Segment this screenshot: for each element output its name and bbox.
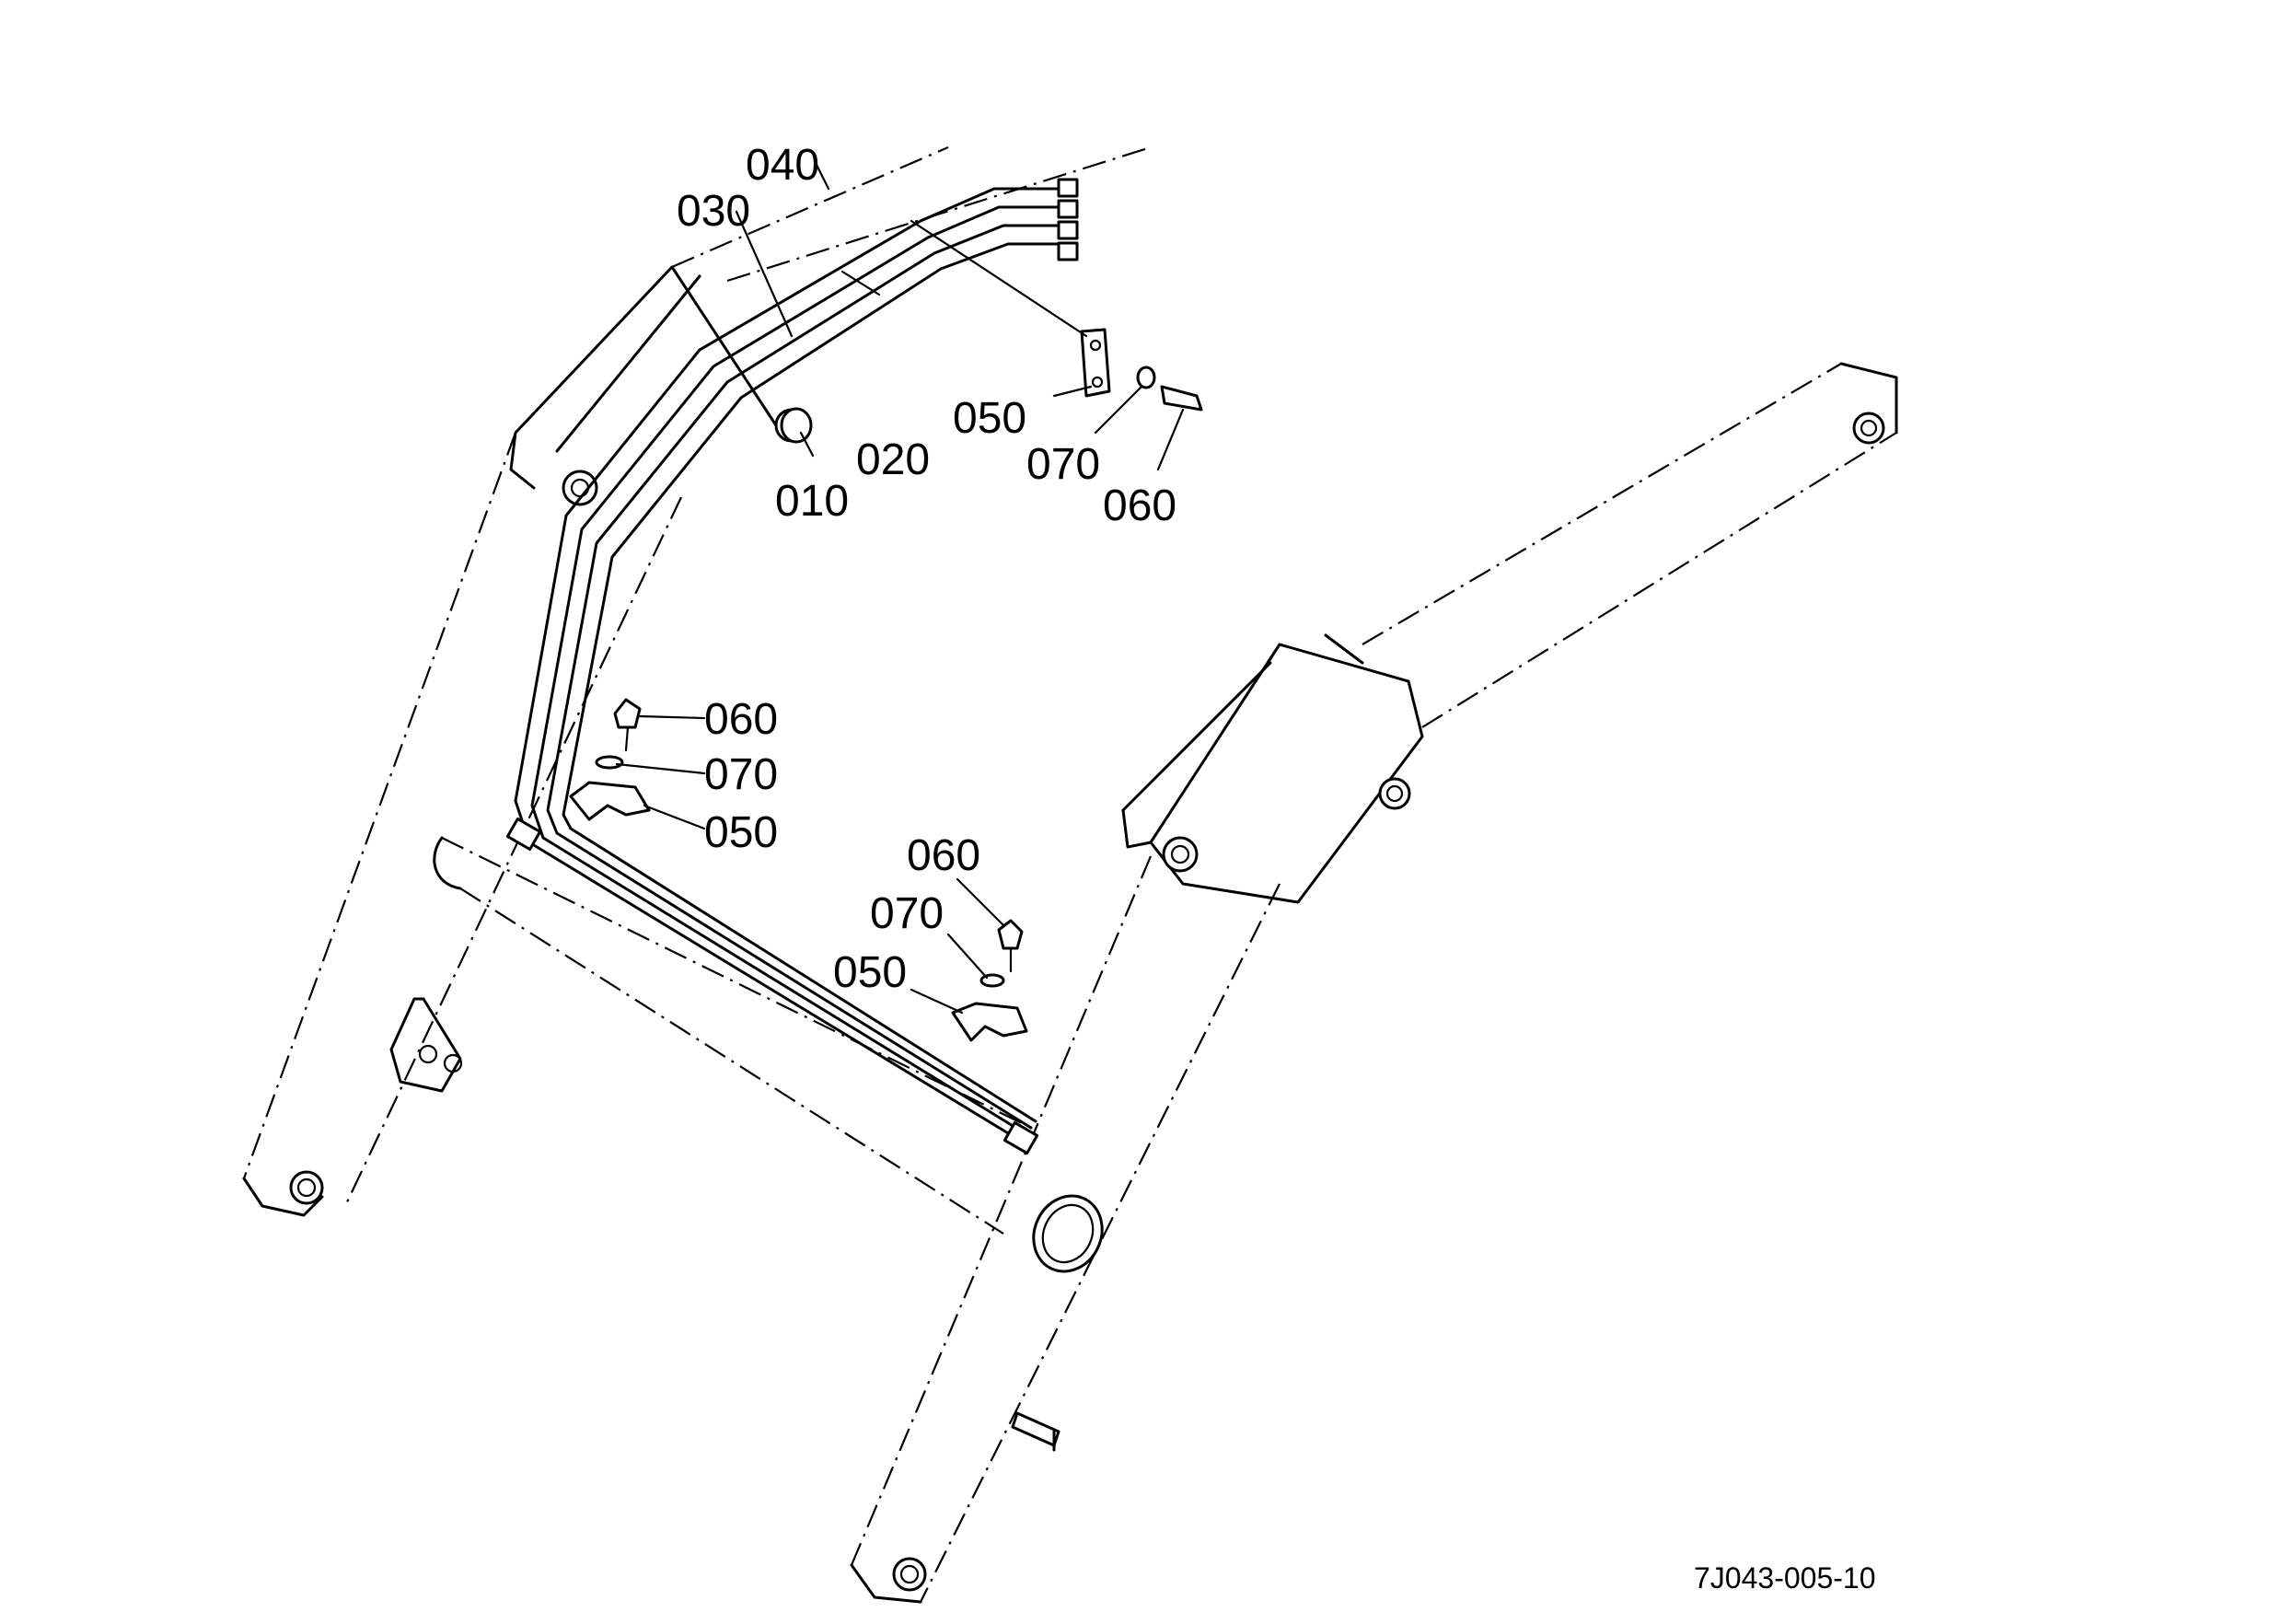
hydraulic-pipes <box>505 178 1079 1155</box>
callout-030: 030 <box>677 187 750 236</box>
bolt-left-head <box>613 698 642 729</box>
callout-050-top: 050 <box>953 394 1026 443</box>
callout-050-left: 050 <box>704 808 778 857</box>
leader-lines <box>615 159 1185 1015</box>
callout-labels: 040 030 020 010 050 070 060 060 070 050 … <box>677 141 1176 997</box>
callout-010: 010 <box>775 477 849 526</box>
drawing-code: 7J043-005-10 <box>1694 1561 1875 1595</box>
callout-070-mid: 070 <box>870 889 944 938</box>
pipe-bushing <box>780 407 813 444</box>
pipe-fittings-top <box>1057 178 1079 261</box>
callout-040: 040 <box>746 141 819 190</box>
callout-060-left: 060 <box>704 695 778 744</box>
washer-left <box>595 755 624 770</box>
left-clamp-assembly <box>569 698 651 821</box>
cross-tube <box>433 836 1032 1235</box>
callout-050-mid: 050 <box>833 948 907 997</box>
clamp-plate-top <box>1080 328 1111 398</box>
top-clamp-assembly <box>910 219 1203 412</box>
left-boom-arm <box>242 145 1152 1217</box>
callout-070-left: 070 <box>704 750 778 799</box>
bolt-top <box>1160 385 1203 412</box>
clamp-left <box>569 781 651 821</box>
callout-060-mid: 060 <box>907 831 980 880</box>
clamp-mid <box>951 1002 1028 1042</box>
callout-020: 020 <box>856 435 930 484</box>
right-boom-arm <box>850 362 1898 1604</box>
callout-060-top: 060 <box>1103 481 1176 530</box>
bolt-mid-head <box>997 919 1024 950</box>
middle-clamp-assembly <box>951 919 1028 1042</box>
washer-top <box>1136 365 1156 389</box>
callout-070-top: 070 <box>1026 440 1100 489</box>
